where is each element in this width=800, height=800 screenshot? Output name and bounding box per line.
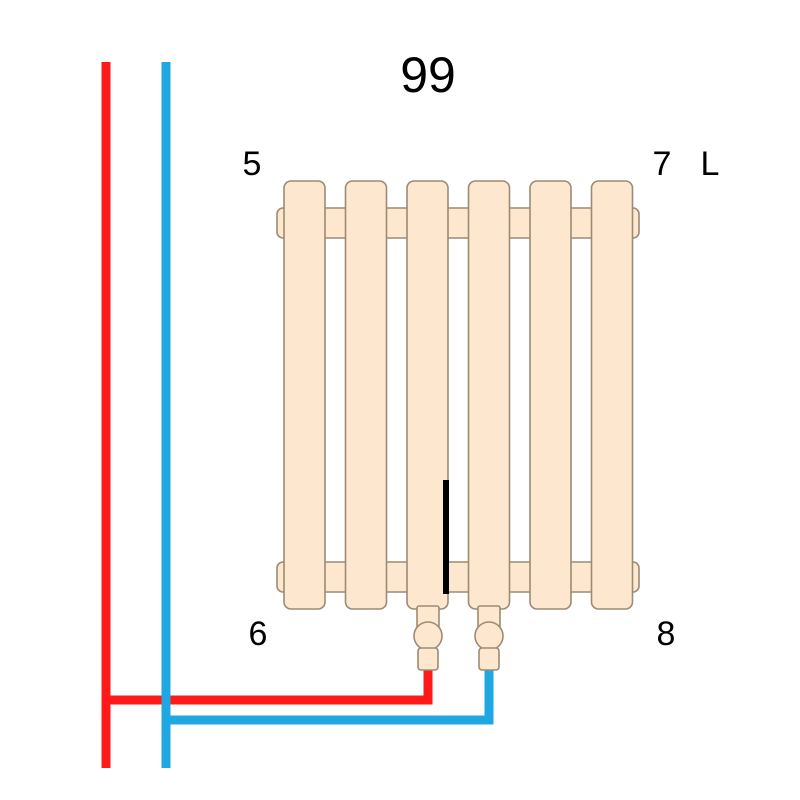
radiator-sections [283, 180, 634, 610]
supply-valve-tail [417, 647, 439, 671]
corner-label-bottom-right: 8 [657, 615, 676, 653]
radiator-section [344, 180, 388, 610]
radiator-section [283, 180, 326, 610]
radiator-section [406, 180, 449, 610]
supply-pipe [101, 62, 433, 768]
radiator-section [467, 180, 511, 610]
return-valve [474, 605, 504, 671]
return-valve-tail [478, 647, 500, 671]
valves [413, 605, 504, 671]
bottom-manifold [276, 561, 640, 593]
top-manifold [276, 207, 640, 239]
return-valve-body [474, 621, 504, 651]
radiator-section [590, 180, 634, 610]
model-number: 99 [400, 47, 456, 103]
supply-valve-body [413, 621, 443, 651]
radiator-section [529, 180, 572, 610]
supply-valve [413, 605, 443, 671]
radiator [276, 180, 640, 610]
return-pipe [161, 62, 494, 768]
corner-label-top-left: 5 [243, 145, 262, 183]
sensor-rod [443, 480, 449, 594]
pipework [101, 62, 494, 768]
side-label: L [701, 145, 720, 183]
corner-label-top-right: 7 [653, 145, 672, 183]
corner-label-bottom-left: 6 [249, 615, 268, 653]
